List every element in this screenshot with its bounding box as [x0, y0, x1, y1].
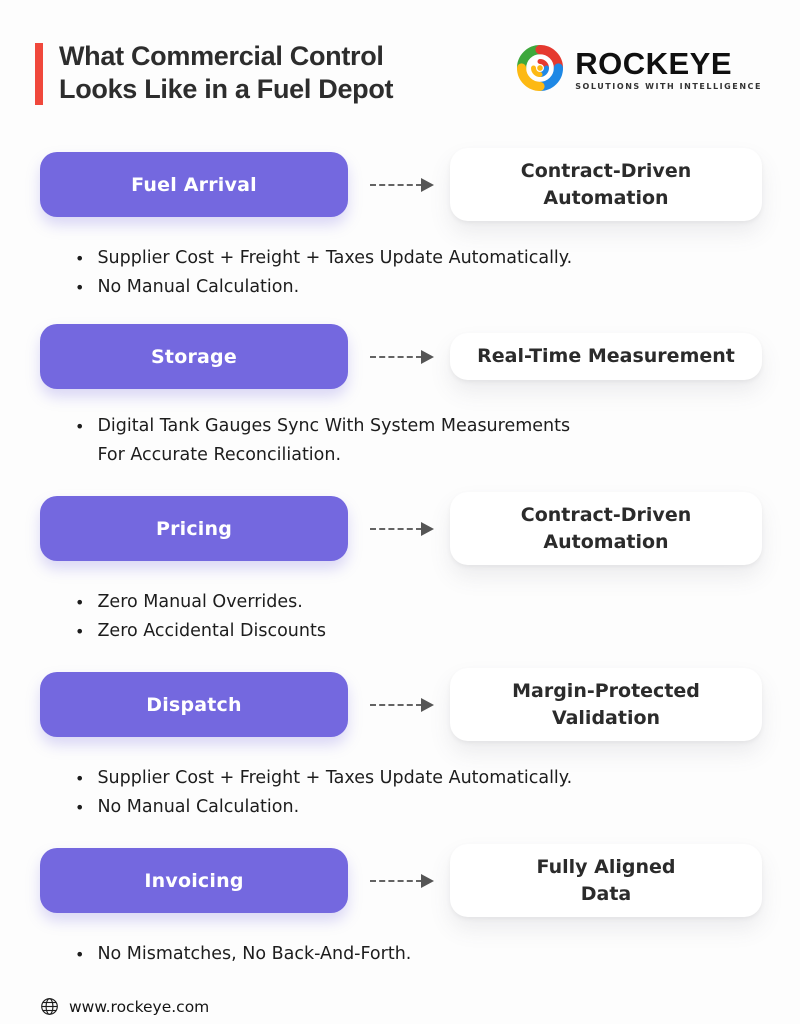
row-fuel-arrival: Fuel Arrival Contract-Driven Automation [40, 148, 762, 221]
bullet-item: • No Manual Calculation. [75, 273, 762, 302]
stage-pill-fuel-arrival: Fuel Arrival [40, 152, 348, 217]
bullet-dot-icon: • [75, 945, 85, 964]
outcome-line: Margin-Protected [512, 680, 700, 702]
title-block: What Commercial Control Looks Like in a … [35, 40, 394, 106]
stage-pill-pricing: Pricing [40, 496, 348, 561]
outcome-card-invoicing: Fully Aligned Data [450, 844, 762, 917]
stage-pill-dispatch: Dispatch [40, 672, 348, 737]
bullet-list-storage: • Digital Tank Gauges Sync With System M… [75, 412, 762, 470]
dashed-arrow-icon [370, 697, 434, 712]
globe-icon [40, 997, 59, 1016]
outcome-line: Contract-Driven [520, 504, 692, 526]
bullet-list-dispatch: • Supplier Cost + Freight + Taxes Update… [75, 764, 762, 822]
bullet-text: For Accurate Reconciliation. [97, 445, 342, 465]
dashed-arrow-icon [370, 521, 434, 536]
bullet-item: • No Manual Calculation. [75, 793, 762, 822]
page-header: What Commercial Control Looks Like in a … [0, 0, 800, 106]
bullet-dot-icon: • [75, 417, 85, 436]
page-footer: www.rockeye.com [40, 997, 800, 1016]
bullet-item: • No Mismatches, No Back-And-Forth. [75, 940, 762, 969]
row-pricing: Pricing Contract-Driven Automation [40, 492, 762, 565]
page-title-line1: What Commercial Control [59, 41, 384, 71]
row-storage: Storage Real-Time Measurement [40, 324, 762, 389]
bullet-dot-icon: • [75, 593, 85, 612]
bullet-dot-icon: • [75, 798, 85, 817]
bullet-item: • Supplier Cost + Freight + Taxes Update… [75, 244, 762, 273]
rockeye-swirl-icon [514, 42, 566, 98]
outcome-card-dispatch: Margin-Protected Validation [450, 668, 762, 741]
bullet-text: No Manual Calculation. [97, 277, 300, 297]
dashed-arrow-icon [370, 177, 434, 192]
bullet-list-fuel-arrival: • Supplier Cost + Freight + Taxes Update… [75, 244, 762, 302]
bullet-text: No Manual Calculation. [97, 797, 300, 817]
bullet-text: Supplier Cost + Freight + Taxes Update A… [97, 768, 573, 788]
stage-pill-storage: Storage [40, 324, 348, 389]
outcome-line: Data [580, 882, 632, 905]
row-dispatch: Dispatch Margin-Protected Validation [40, 668, 762, 741]
website-url: www.rockeye.com [69, 997, 210, 1016]
bullet-text: No Mismatches, No Back-And-Forth. [97, 944, 412, 964]
bullet-dot-icon: • [75, 622, 85, 641]
bullet-dot-icon: • [75, 769, 85, 788]
brand-name: ROCKEYE [575, 46, 733, 81]
bullet-dot-icon: • [75, 249, 85, 268]
brand-tagline: SOLUTIONS WITH INTELLIGENCE [575, 82, 762, 91]
bullet-text: Digital Tank Gauges Sync With System Mea… [97, 416, 571, 436]
row-invoicing: Invoicing Fully Aligned Data [40, 844, 762, 917]
flow-content: Fuel Arrival Contract-Driven Automation … [0, 148, 800, 969]
bullet-dot-icon: • [75, 278, 85, 297]
bullet-list-invoicing: • No Mismatches, No Back-And-Forth. [75, 940, 762, 969]
stage-pill-invoicing: Invoicing [40, 848, 348, 913]
bullet-text: Zero Accidental Discounts [97, 621, 326, 641]
outcome-line: Real-Time Measurement [477, 345, 735, 368]
bullet-text: Zero Manual Overrides. [97, 592, 303, 612]
bullet-list-pricing: • Zero Manual Overrides. • Zero Accident… [75, 588, 762, 646]
bullet-item: • Zero Accidental Discounts [75, 617, 762, 646]
bullet-item: • Zero Manual Overrides. [75, 588, 762, 617]
outcome-card-fuel-arrival: Contract-Driven Automation [450, 148, 762, 221]
outcome-line: Contract-Driven [520, 160, 692, 182]
brand-logo: ROCKEYE SOLUTIONS WITH INTELLIGENCE [514, 42, 762, 98]
page-title-line2: Looks Like in a Fuel Depot [59, 74, 394, 104]
page-title: What Commercial Control Looks Like in a … [59, 40, 394, 106]
outcome-card-storage: Real-Time Measurement [450, 333, 762, 380]
outcome-line: Automation [543, 186, 669, 209]
bullet-text: Supplier Cost + Freight + Taxes Update A… [97, 248, 573, 268]
outcome-line: Automation [543, 530, 669, 553]
outcome-line: Fully Aligned [536, 856, 676, 878]
outcome-card-pricing: Contract-Driven Automation [450, 492, 762, 565]
outcome-line: Validation [551, 706, 661, 729]
dashed-arrow-icon [370, 349, 434, 364]
bullet-item: • Supplier Cost + Freight + Taxes Update… [75, 764, 762, 793]
bullet-item: • Digital Tank Gauges Sync With System M… [75, 412, 762, 470]
dashed-arrow-icon [370, 873, 434, 888]
accent-bar [35, 43, 43, 105]
